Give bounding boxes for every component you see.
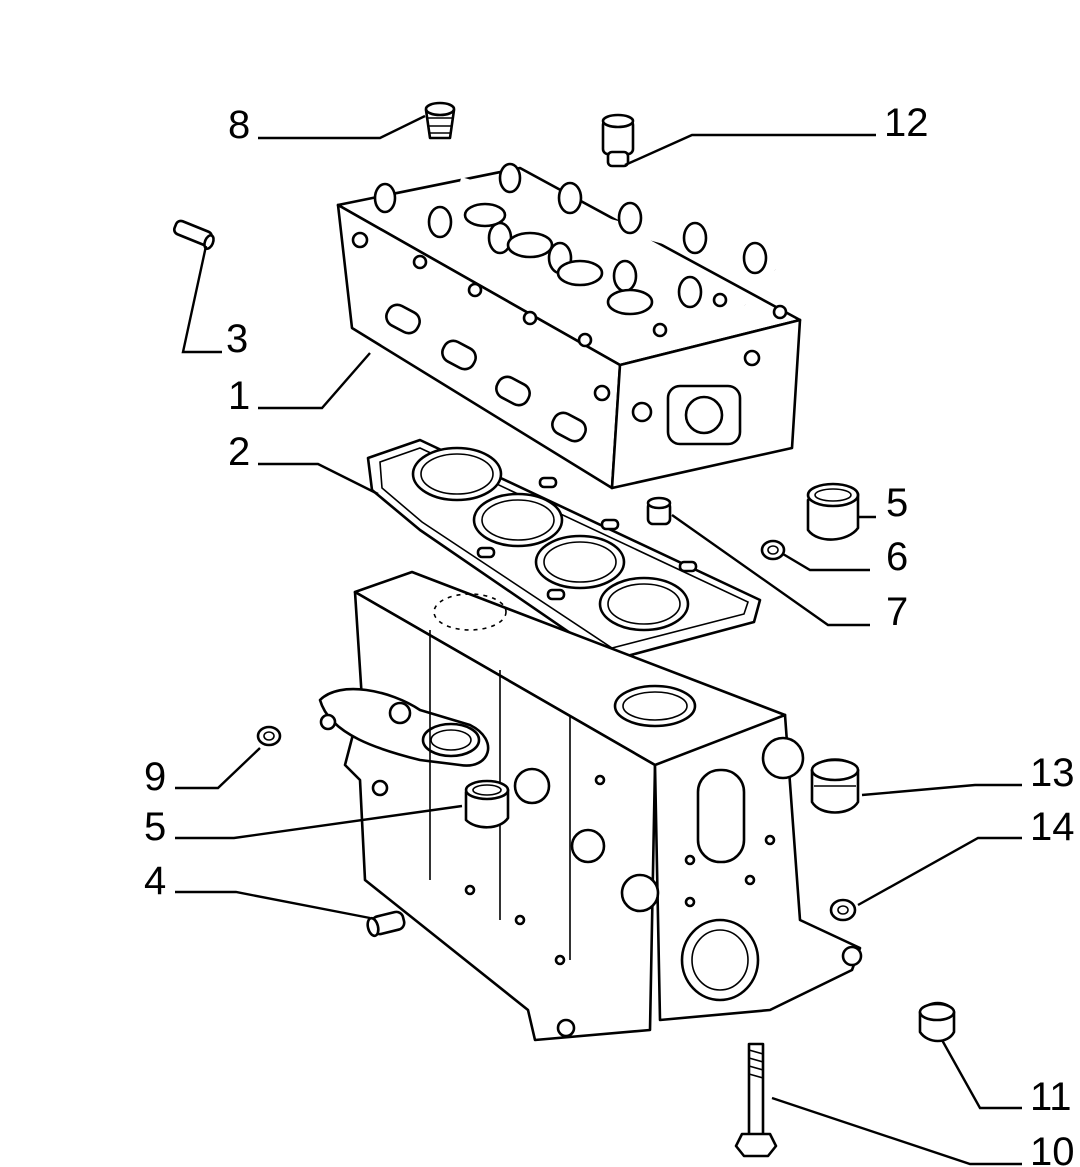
callout-10: 10 <box>1030 1130 1075 1167</box>
leader-12 <box>624 133 876 167</box>
part-12-sleeve <box>601 113 635 168</box>
callout-14: 14 <box>1030 805 1075 849</box>
cylinder-head <box>336 162 802 490</box>
leader-lines <box>175 114 1022 1166</box>
leader-5b <box>175 804 463 840</box>
callout-1: 1 <box>228 374 250 418</box>
callout-5-lower: 5 <box>144 805 166 849</box>
callout-8: 8 <box>228 103 250 147</box>
callout-4: 4 <box>144 859 166 903</box>
callout-5-upper: 5 <box>886 481 908 525</box>
callout-6: 6 <box>886 535 908 579</box>
callout-13: 13 <box>1030 751 1075 795</box>
part-10-head-bolt <box>734 1042 778 1158</box>
leader-14 <box>857 836 1022 907</box>
callout-9: 9 <box>144 755 166 799</box>
leader-6 <box>782 552 870 572</box>
callout-12: 12 <box>884 101 929 145</box>
leader-4 <box>175 890 371 920</box>
callout-7: 7 <box>886 590 908 634</box>
part-14-ring <box>829 898 857 922</box>
part-8-plug <box>424 101 456 140</box>
part-6-ring <box>760 539 786 561</box>
leader-1 <box>258 352 371 410</box>
callout-11: 11 <box>1030 1075 1072 1119</box>
leader-10 <box>771 1096 1022 1166</box>
leader-2 <box>258 462 379 496</box>
leader-9 <box>175 747 261 790</box>
leader-11 <box>940 1039 1022 1110</box>
part-9-ring <box>256 725 282 747</box>
leader-13 <box>861 783 1022 797</box>
head-gasket <box>366 438 762 662</box>
part-13-plug <box>810 758 860 814</box>
callout-2: 2 <box>228 430 250 474</box>
part-3-pin <box>172 219 215 250</box>
part-7-dowel <box>646 496 672 526</box>
leader-3 <box>181 245 222 354</box>
cylinder-block <box>318 570 863 1042</box>
leader-8 <box>258 114 426 140</box>
part-4-dowel <box>366 910 406 938</box>
part-11-cup-plug <box>918 1001 956 1043</box>
callout-3: 3 <box>226 317 248 361</box>
leader-7 <box>671 514 870 627</box>
callout-labels: 8 12 3 1 2 5 6 7 9 5 13 14 4 11 10 <box>144 101 1075 1167</box>
part-5-bush-upper <box>806 482 860 541</box>
part-5-bush-lower <box>464 779 510 829</box>
